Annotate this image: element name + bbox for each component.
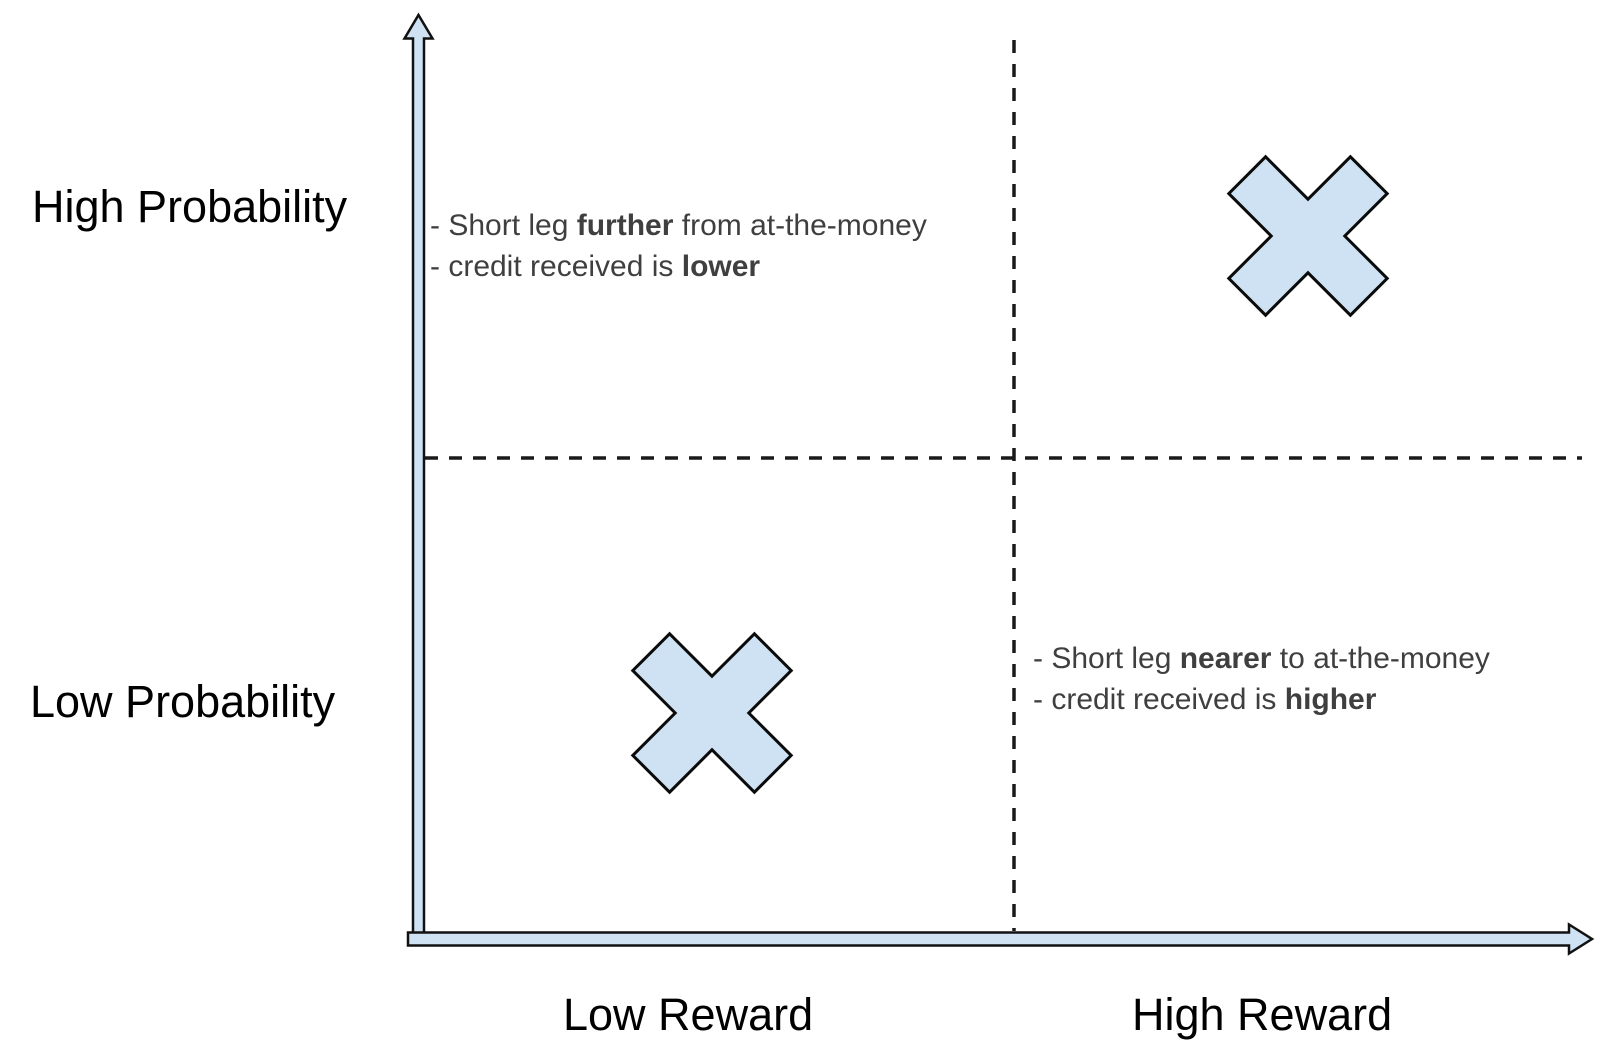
x-marker-top-right [1226, 154, 1390, 318]
y-axis-arrow [402, 12, 435, 935]
annotation-line: - Short leg further from at-the-money [430, 205, 927, 246]
annotation-text: - Short leg [430, 209, 577, 242]
annotation-text-bold: further [576, 209, 674, 242]
y-axis-low-label: Low Probability [30, 676, 336, 727]
annotation-line: - Short leg nearer to at-the-money [1033, 638, 1490, 679]
annotation-line: - credit received is lower [430, 246, 927, 287]
annotation-text: - credit received is [430, 250, 682, 283]
annotation-line: - credit received is higher [1033, 679, 1490, 720]
annotation-text: from at-the-money [673, 209, 927, 242]
annotation-text: to at-the-money [1271, 642, 1490, 675]
annotation-text: - Short leg [1033, 642, 1180, 675]
x-marker-bottom-left [630, 631, 794, 795]
annotation-text-bold: higher [1284, 683, 1377, 716]
x-axis-low-label: Low Reward [563, 989, 814, 1040]
annotation-bottom-right: - Short leg nearer to at-the-money - cre… [1033, 638, 1490, 720]
y-axis-high-label: High Probability [32, 181, 348, 232]
annotation-top-left: - Short leg further from at-the-money - … [430, 205, 927, 287]
annotation-text-bold: nearer [1179, 642, 1272, 675]
annotation-text: - credit received is [1033, 683, 1285, 716]
annotation-text-bold: lower [681, 250, 761, 283]
x-axis-high-label: High Reward [1132, 989, 1393, 1040]
x-axis-arrow [406, 922, 1595, 956]
